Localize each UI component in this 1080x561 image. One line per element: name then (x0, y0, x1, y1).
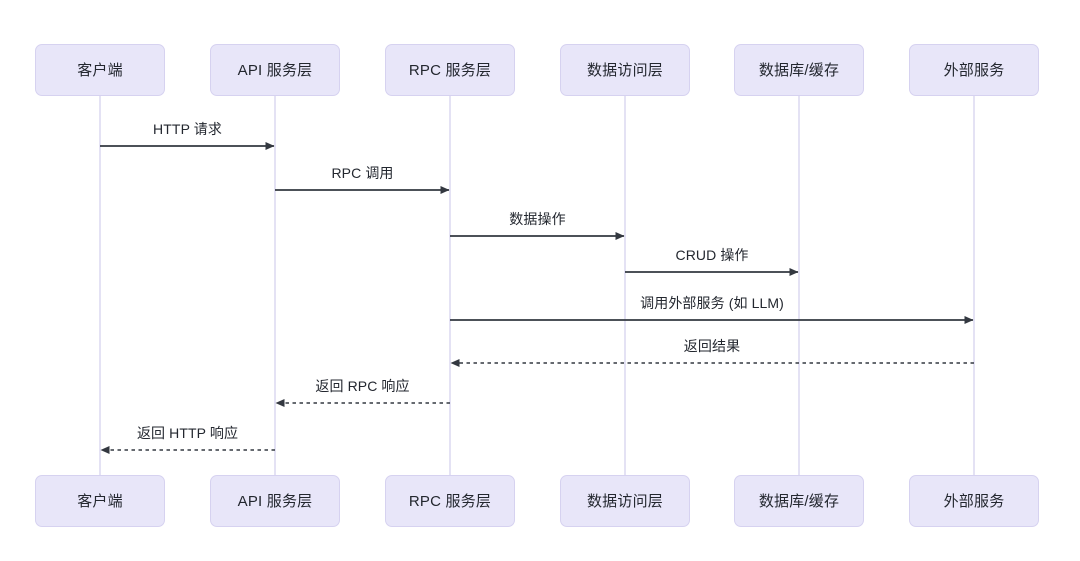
message-label-8: 返回 HTTP 响应 (136, 425, 239, 441)
message-label-3: 数据操作 (509, 211, 566, 227)
participant-api-top[interactable]: API 服务层 (210, 44, 340, 96)
participant-label: 外部服务 (943, 492, 1005, 510)
message-label-6: 返回结果 (683, 338, 741, 354)
participant-label: API 服务层 (237, 492, 313, 510)
participant-label: RPC 服务层 (408, 61, 492, 79)
message-label-2: RPC 调用 (331, 165, 394, 181)
message-label-4: CRUD 操作 (675, 247, 749, 263)
message-label-7: 返回 RPC 响应 (315, 378, 410, 394)
participant-label: 数据访问层 (586, 492, 663, 510)
participant-label: 客户端 (77, 61, 123, 79)
lifelines-group (99, 96, 975, 475)
participant-dao-top[interactable]: 数据访问层 (560, 44, 690, 96)
participant-label: 数据访问层 (586, 61, 663, 79)
participant-label: 外部服务 (943, 61, 1005, 79)
participant-rpc-bottom[interactable]: RPC 服务层 (385, 475, 515, 527)
participant-label: API 服务层 (237, 61, 313, 79)
participant-dao-bottom[interactable]: 数据访问层 (560, 475, 690, 527)
participant-external-top[interactable]: 外部服务 (909, 44, 1039, 96)
participant-rpc-top[interactable]: RPC 服务层 (385, 44, 515, 96)
participant-label: 数据库/缓存 (758, 492, 840, 510)
participant-api-bottom[interactable]: API 服务层 (210, 475, 340, 527)
messages-group (100, 142, 974, 454)
participant-label: 客户端 (77, 492, 123, 510)
participant-label: 数据库/缓存 (758, 61, 840, 79)
participant-label: RPC 服务层 (408, 492, 492, 510)
participant-db-bottom[interactable]: 数据库/缓存 (734, 475, 864, 527)
message-label-1: HTTP 请求 (153, 121, 222, 137)
participant-external-bottom[interactable]: 外部服务 (909, 475, 1039, 527)
participant-db-top[interactable]: 数据库/缓存 (734, 44, 864, 96)
participant-client-bottom[interactable]: 客户端 (35, 475, 165, 527)
participant-client-top[interactable]: 客户端 (35, 44, 165, 96)
message-label-5: 调用外部服务 (如 LLM) (640, 295, 784, 311)
